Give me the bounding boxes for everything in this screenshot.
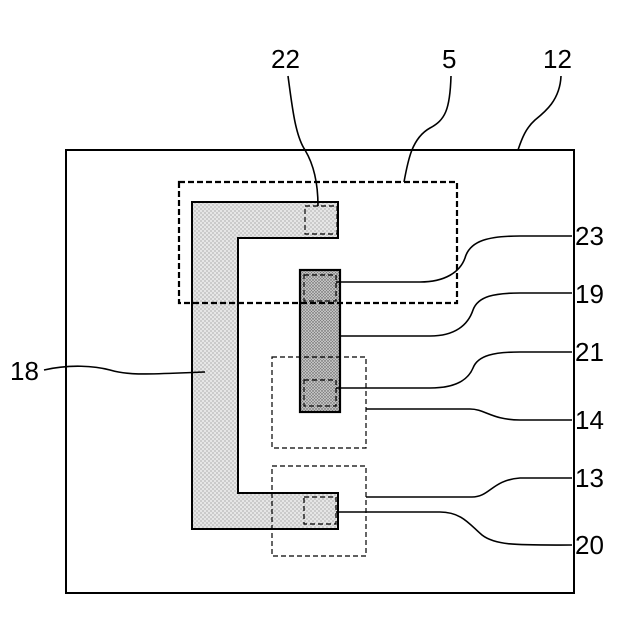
leader-21 xyxy=(336,352,572,388)
leader-23 xyxy=(336,236,572,282)
ref-label-19: 19 xyxy=(575,279,604,309)
leader-22 xyxy=(288,76,318,206)
ref-label-5: 5 xyxy=(442,44,456,74)
leader-12 xyxy=(518,76,561,150)
leader-19 xyxy=(340,293,572,336)
ref-label-18: 18 xyxy=(10,356,39,386)
leader-14 xyxy=(366,409,572,420)
leader-18 xyxy=(44,366,205,374)
leader-20 xyxy=(336,512,572,545)
ref-label-12: 12 xyxy=(543,44,572,74)
vertical-electrode xyxy=(300,270,340,412)
leader-5 xyxy=(404,76,451,182)
ref-label-22: 22 xyxy=(271,44,300,74)
ref-label-13: 13 xyxy=(575,463,604,493)
leader-13 xyxy=(366,478,572,497)
ref-label-23: 23 xyxy=(575,221,604,251)
ref-label-14: 14 xyxy=(575,405,604,435)
ref-label-20: 20 xyxy=(575,530,604,560)
ref-label-21: 21 xyxy=(575,337,604,367)
